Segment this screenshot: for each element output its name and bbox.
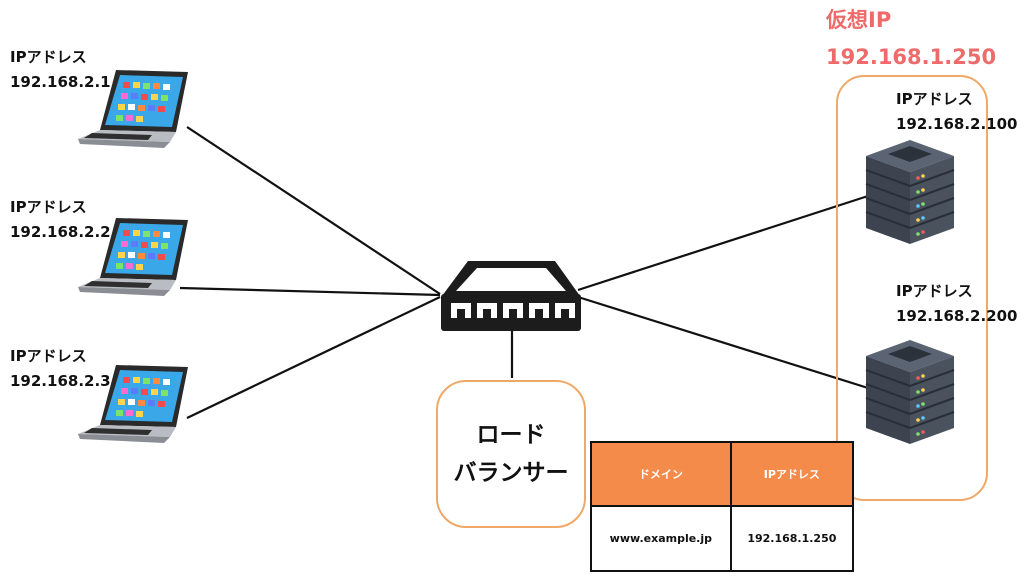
link-client-3 <box>186 296 441 419</box>
dns-cell-domain: www.example.jp <box>590 505 732 572</box>
load-balancer-line1: ロード <box>476 422 546 448</box>
link-client-2 <box>179 286 441 297</box>
client-3-ip: 192.168.2.3 <box>10 372 111 390</box>
client-3-label: IPアドレス <box>10 347 87 365</box>
dns-header-ip: IPアドレス <box>729 441 855 507</box>
connection-lines <box>179 126 869 419</box>
virtual-ip-address: 192.168.1.250 <box>826 45 997 69</box>
server-1-ip: 192.168.2.100 <box>896 115 1018 133</box>
dns-table: ドメイン IPアドレス www.example.jp 192.168.1.250 <box>590 441 855 572</box>
server-1-label: IPアドレス <box>896 90 973 108</box>
client-label-2: IPアドレス 192.168.2.2 <box>10 195 111 245</box>
client-2-ip: 192.168.2.2 <box>10 223 111 241</box>
dns-header-domain: ドメイン <box>590 441 732 507</box>
server-label-2: IPアドレス 192.168.2.200 <box>896 279 1017 329</box>
server-label-1: IPアドレス 192.168.2.100 <box>896 87 1017 137</box>
load-balancer-line2: バランサー <box>453 460 569 486</box>
link-client-1 <box>186 126 441 295</box>
link-server-1 <box>577 194 869 292</box>
virtual-ip-label: 仮想IP 192.168.1.250 <box>826 2 996 76</box>
dns-table-header-row: ドメイン IPアドレス <box>590 441 855 507</box>
client-label-1: IPアドレス 192.168.2.1 <box>10 45 111 95</box>
server-2-ip: 192.168.2.200 <box>896 307 1018 325</box>
switch-icon <box>441 261 581 331</box>
link-server-2 <box>577 295 869 390</box>
dns-cell-ip: 192.168.1.250 <box>729 505 855 572</box>
server-2-label: IPアドレス <box>896 282 973 300</box>
client-1-label: IPアドレス <box>10 48 87 66</box>
table-row: www.example.jp 192.168.1.250 <box>590 505 855 572</box>
load-balancer-box: ロード バランサー <box>436 380 586 528</box>
server-cluster-outline <box>836 75 988 501</box>
virtual-ip-title: 仮想IP <box>826 8 892 32</box>
client-1-ip: 192.168.2.1 <box>10 73 111 91</box>
client-label-3: IPアドレス 192.168.2.3 <box>10 344 111 394</box>
client-2-label: IPアドレス <box>10 198 87 216</box>
